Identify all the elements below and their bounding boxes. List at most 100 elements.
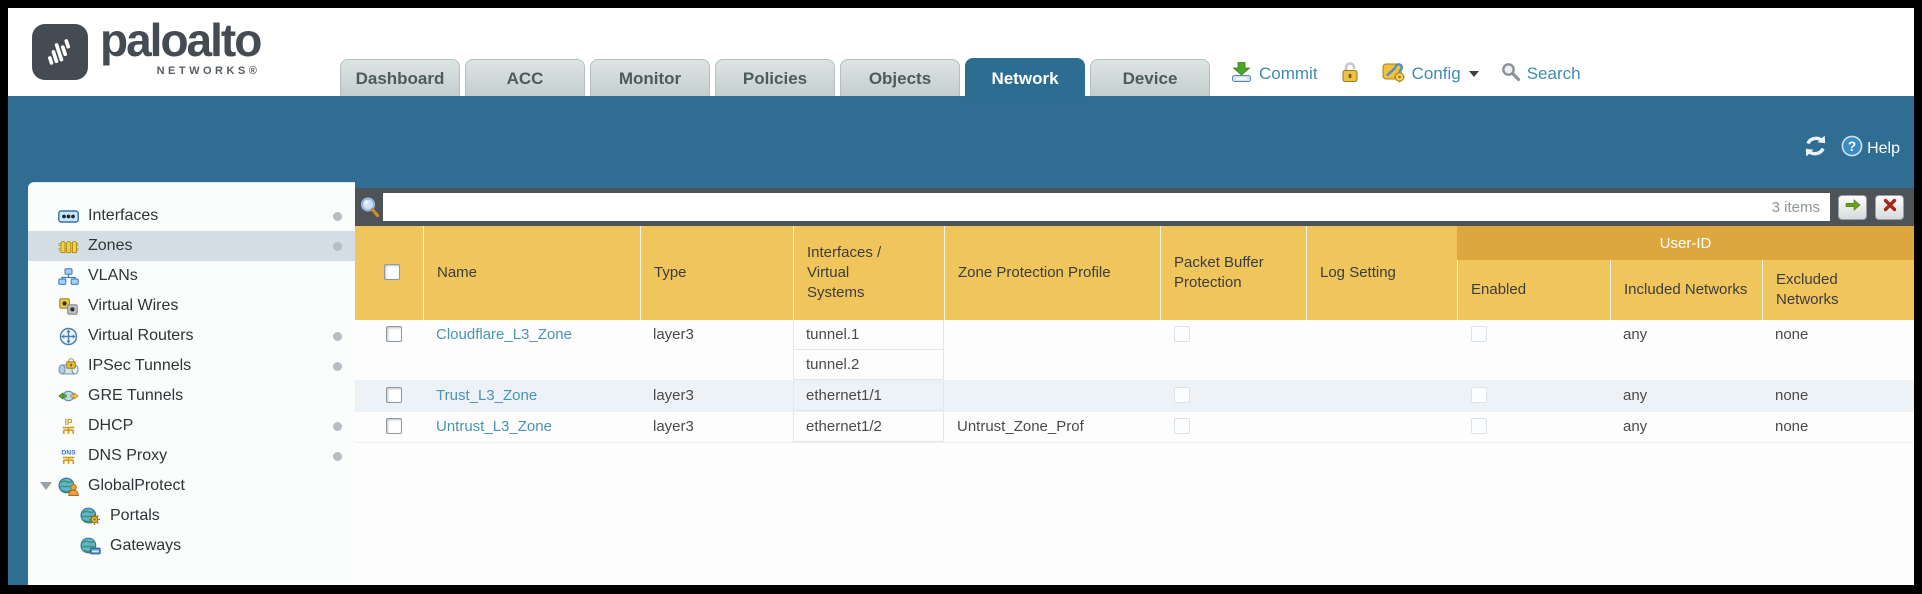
svg-text:IP: IP <box>65 417 73 427</box>
filter-search-icon <box>359 196 380 218</box>
row-select-cell <box>355 412 423 442</box>
column-header-label: Enabled <box>1471 281 1527 298</box>
apply-filter-button[interactable] <box>1838 194 1867 220</box>
sidebar-item-label: DHCP <box>88 417 134 434</box>
sidebar-item-label: GlobalProtect <box>88 477 185 494</box>
zones-icon <box>56 239 81 254</box>
clear-filter-icon <box>1883 198 1897 217</box>
enabled-checkbox[interactable] <box>1471 326 1487 342</box>
sidebar-item-interfaces[interactable]: Interfaces <box>28 201 355 231</box>
sidebar-item-label: VLANs <box>88 267 138 284</box>
tab-dashboard[interactable]: Dashboard <box>340 59 460 96</box>
included-networks-cell: any <box>1623 326 1648 343</box>
zone-protection-profile-cell: Untrust_Zone_Prof <box>957 418 1084 435</box>
status-dot <box>333 361 342 371</box>
column-header-label: Included Networks <box>1624 281 1748 298</box>
apply-filter-icon <box>1845 198 1861 217</box>
sidebar-item-ipsec-tunnels[interactable]: IPSec Tunnels <box>28 351 355 381</box>
zone-type-cell: layer3 <box>653 418 694 435</box>
select-all-checkbox[interactable] <box>384 264 400 280</box>
sidebar-item-label: Virtual Wires <box>88 297 179 314</box>
column-header[interactable]: Zone Protection Profile <box>944 226 1160 320</box>
table-header: Name Type Interfaces / Virtual Systems Zone… <box>355 226 1914 320</box>
tab-device[interactable]: Device <box>1090 59 1210 96</box>
status-dot <box>333 241 342 251</box>
enabled-checkbox[interactable] <box>1471 387 1487 403</box>
user-id-enabled-cell <box>1457 320 1610 380</box>
filter-toolbar: 3 items <box>355 188 1914 226</box>
vlans-icon <box>56 267 81 285</box>
zones-table-area: 3 items Name Type Interfaces / Virtual Sys… <box>355 188 1914 585</box>
zone-name-link[interactable]: Trust_L3_Zone <box>436 387 538 404</box>
column-header[interactable]: Enabled <box>1457 260 1610 320</box>
sidebar-item-vlans[interactable]: VLANs <box>28 261 355 291</box>
tab-network[interactable]: Network <box>965 58 1085 103</box>
row-checkbox[interactable] <box>386 418 402 434</box>
gateways-icon <box>78 537 103 555</box>
included-networks-cell: any <box>1623 418 1648 435</box>
interface-entry: ethernet1/1 <box>794 381 943 411</box>
sidebar-item-portals[interactable]: Portals <box>28 501 355 531</box>
search-button[interactable]: Search <box>1501 62 1581 87</box>
zone-type-cell: layer3 <box>653 326 694 343</box>
enabled-checkbox[interactable] <box>1471 418 1487 434</box>
zone-name-link[interactable]: Cloudflare_L3_Zone <box>436 326 572 343</box>
column-header[interactable]: Interfaces / Virtual Systems <box>793 226 944 320</box>
sidebar-item-dhcp[interactable]: IP DHCP <box>28 411 355 441</box>
sidebar-item-globalprotect[interactable]: GlobalProtect <box>28 471 355 501</box>
sidebar-item-gre-tunnels[interactable]: GRE Tunnels <box>28 381 355 411</box>
band-utilities: ? Help <box>1802 134 1900 163</box>
items-count: 3 items <box>1771 198 1820 216</box>
config-menu-button[interactable]: Config <box>1382 60 1479 88</box>
commit-icon <box>1230 61 1253 88</box>
refresh-icon[interactable] <box>1802 134 1829 163</box>
column-header[interactable]: Included Networks <box>1610 260 1762 320</box>
column-header[interactable]: Name <box>423 226 640 320</box>
virtual-wires-icon <box>56 297 81 315</box>
virtual-routers-icon <box>56 327 81 346</box>
lock-icon[interactable] <box>1340 61 1360 88</box>
packet-buffer-protection-cell <box>1160 412 1306 442</box>
zone-protection-profile-cell <box>944 381 1160 411</box>
sidebar-item-label: GRE Tunnels <box>88 387 184 404</box>
column-header[interactable]: Log Setting <box>1306 226 1457 320</box>
config-icon <box>1382 60 1406 88</box>
sidebar-item-label: Virtual Routers <box>88 327 194 344</box>
tab-policies[interactable]: Policies <box>715 59 835 96</box>
header-utilities: Commit Config Search <box>1230 60 1581 88</box>
row-checkbox[interactable] <box>386 326 402 342</box>
sidebar-item-virtual-wires[interactable]: Virtual Wires <box>28 291 355 321</box>
user-id-enabled-cell <box>1457 381 1610 411</box>
packet-buffer-checkbox[interactable] <box>1174 326 1190 342</box>
packet-buffer-checkbox[interactable] <box>1174 418 1190 434</box>
sidebar-item-virtual-routers[interactable]: Virtual Routers <box>28 321 355 351</box>
zone-name-link[interactable]: Untrust_L3_Zone <box>436 418 552 435</box>
column-header-label: Type <box>654 264 687 281</box>
included-networks-cell: any <box>1623 387 1648 404</box>
packet-buffer-checkbox[interactable] <box>1174 387 1190 403</box>
gre-tunnels-icon <box>56 388 81 404</box>
column-header-label: Zone Protection Profile <box>958 264 1111 281</box>
tab-monitor[interactable]: Monitor <box>590 59 710 96</box>
column-header[interactable]: Packet Buffer Protection <box>1160 226 1306 320</box>
sidebar-item-zones[interactable]: Zones <box>28 231 355 261</box>
tab-acc[interactable]: ACC <box>465 59 585 96</box>
help-button[interactable]: ? Help <box>1841 135 1900 162</box>
log-setting-cell <box>1306 320 1457 380</box>
collapse-arrow-icon[interactable] <box>36 482 56 490</box>
row-checkbox[interactable] <box>386 387 402 403</box>
column-header[interactable]: Excluded Networks <box>1762 260 1914 320</box>
commit-button[interactable]: Commit <box>1230 61 1318 88</box>
status-dot <box>333 331 342 341</box>
filter-input[interactable] <box>383 192 1772 222</box>
tab-objects[interactable]: Objects <box>840 59 960 96</box>
sidebar-item-gateways[interactable]: Gateways <box>28 531 355 561</box>
sidebar-item-label: Gateways <box>110 537 182 554</box>
status-dot <box>333 451 342 461</box>
column-header[interactable]: Type <box>640 226 793 320</box>
clear-filter-button[interactable] <box>1875 194 1904 220</box>
